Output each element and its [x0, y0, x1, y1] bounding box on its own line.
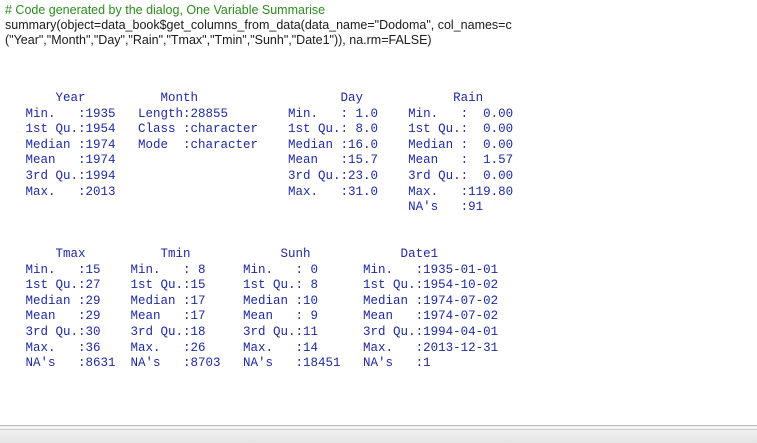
summary-row: Median :29 Median :17 Median :10 Median …: [18, 293, 529, 308]
summary-row: Mean :29 Mean :17 Mean : 9 Mean :1974-07…: [18, 309, 529, 324]
summary-row: Median :1974 Mode :character Median :16.…: [18, 137, 529, 152]
summary-row: 1st Qu.:1954 Class :character 1st Qu.: 8…: [18, 122, 529, 137]
summary-row: Min. :15 Min. : 8 Min. : 0 Min. :1935-01…: [18, 262, 529, 277]
summary-table-2: Tmax Tmin Sunh Date1 Min. :15 Min. : 8 M…: [18, 247, 528, 372]
window-bottom-border: [0, 425, 757, 443]
summary-row: Min. :1935 Length:28855 Min. : 1.0 Min. …: [18, 106, 529, 121]
summary-row: NA's :91: [18, 200, 529, 215]
summary-row: NA's :8631 NA's :8703 NA's :18451 NA's :…: [18, 356, 529, 371]
summary-header-row: Year Month Day Rain: [18, 91, 536, 105]
summary-table-1: Year Month Day Rain Min. :1935 Length:28…: [18, 91, 536, 216]
summary-row: Max. :2013 Max. :31.0 Max. :119.80: [18, 184, 529, 199]
summary-header-row: Tmax Tmin Sunh Date1: [18, 247, 529, 261]
code-comment: # Code generated by the dialog, One Vari…: [5, 3, 326, 17]
summary-row: 3rd Qu.:1994 3rd Qu.:23.0 3rd Qu.: 0.00: [18, 168, 529, 183]
r-command: summary(object=data_book$get_columns_fro…: [5, 18, 512, 47]
summary-row: 3rd Qu.:30 3rd Qu.:18 3rd Qu.:11 3rd Qu.…: [18, 324, 529, 339]
summary-row: Max. :36 Max. :26 Max. :14 Max. :2013-12…: [18, 340, 529, 355]
summary-row: Mean :1974 Mean :15.7 Mean : 1.57: [18, 153, 529, 168]
summary-row: 1st Qu.:27 1st Qu.:15 1st Qu.: 8 1st Qu.…: [18, 278, 529, 293]
output-window[interactable]: # Code generated by the dialog, One Vari…: [0, 0, 757, 425]
